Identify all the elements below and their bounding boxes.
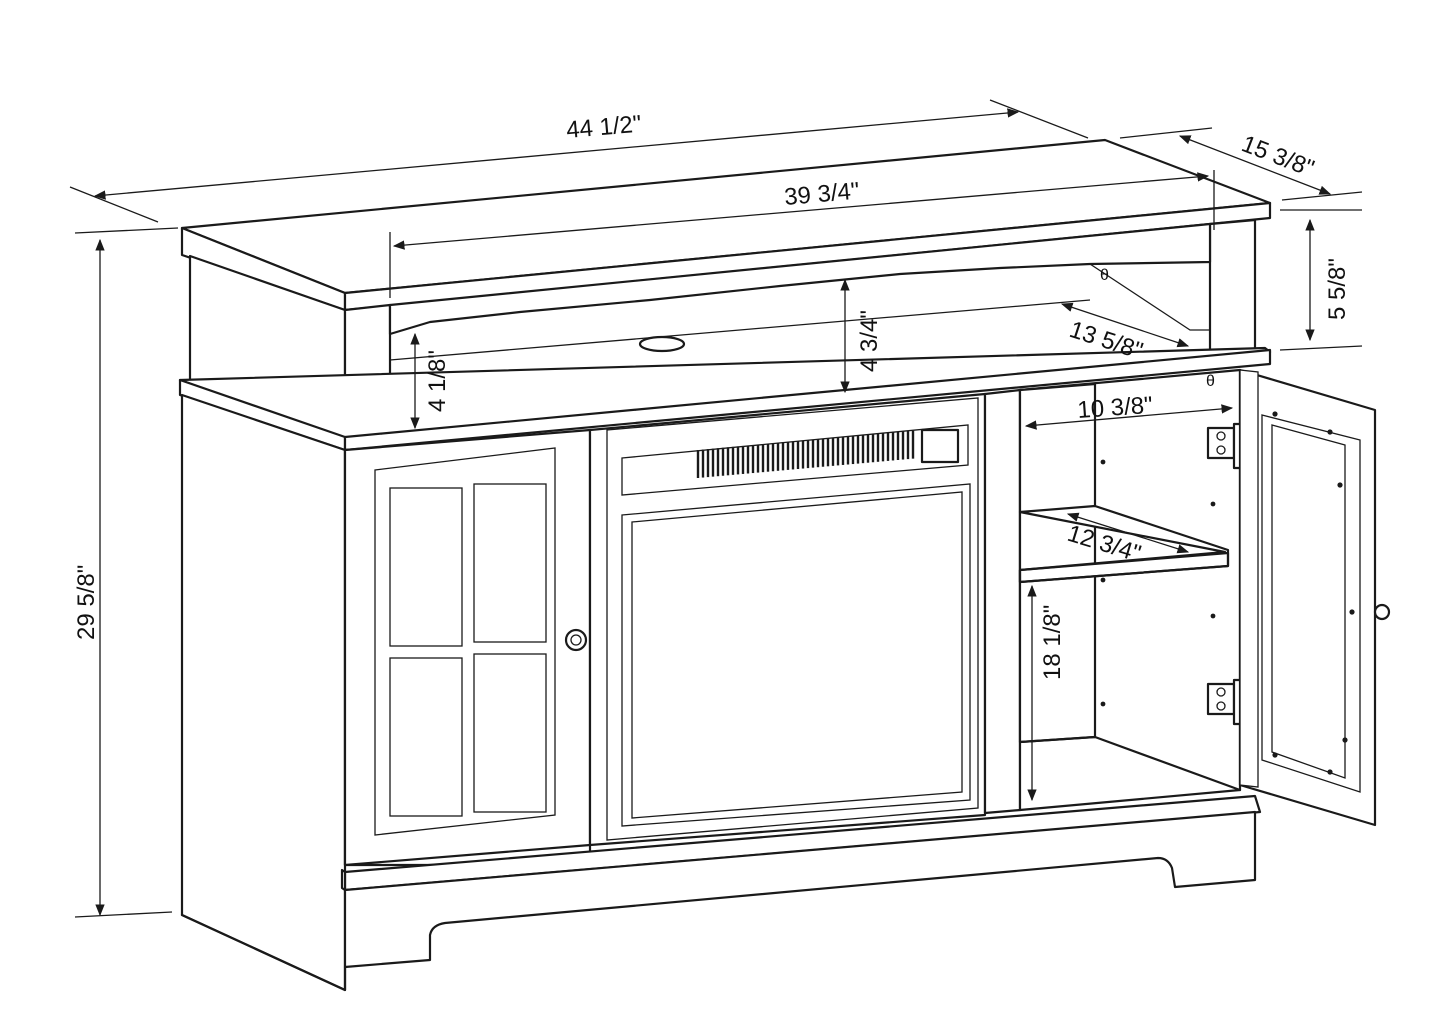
label-top-height: 5 5/8" xyxy=(1324,258,1351,320)
glass-pane-top-left xyxy=(389,487,463,647)
label-cabinet-width: 10 3/8" xyxy=(1077,392,1154,424)
left-door-knob xyxy=(564,628,588,652)
base-left-ledge xyxy=(340,868,347,892)
hutch-back-line xyxy=(389,299,1091,361)
heater-vent-panel xyxy=(621,424,969,496)
hutch-front-right-post xyxy=(1208,218,1257,356)
base-plinth-side xyxy=(180,913,347,992)
dim-line-inner-width xyxy=(392,172,1210,250)
glass-pane-top-right xyxy=(473,483,547,643)
label-overall-width: 44 1/2" xyxy=(565,111,642,144)
fireplace-controls xyxy=(920,428,960,464)
right-door-knob xyxy=(1373,603,1391,621)
dim-line-shelf-depth xyxy=(1060,302,1190,348)
hutch-back-panel-edge xyxy=(1089,263,1210,331)
heater-vent-grille xyxy=(696,430,915,478)
dimension-lines xyxy=(69,99,1363,918)
label-shelf-side: 4 1/8" xyxy=(424,350,451,412)
open-door-edge xyxy=(1239,369,1259,788)
mid-shelf-edge xyxy=(343,348,1272,452)
dim-line-overall-width xyxy=(93,108,1020,200)
cabinet-floor-line xyxy=(1018,735,1242,792)
firebox-inner xyxy=(631,491,963,819)
dim-line-depth xyxy=(1178,135,1332,195)
right-cabinet-back xyxy=(1018,382,1097,744)
label-shelf-opening: 4 3/4" xyxy=(856,310,883,372)
cabinet-left-side xyxy=(180,393,347,992)
dim-line-cabinet-width xyxy=(1024,404,1234,430)
label-depth: 15 3/8" xyxy=(1238,130,1318,182)
left-door-knob-inner xyxy=(570,634,582,646)
glass-pane-bottom-left xyxy=(389,657,463,817)
label-cabinet-height: 18 1/8" xyxy=(1039,605,1066,680)
door-pin-holes xyxy=(1272,411,1355,775)
cable-hole xyxy=(638,335,686,353)
right-cabinet-divider xyxy=(983,388,1022,815)
glass-pane-bottom-right xyxy=(473,653,547,813)
dim-line-cabinet-shelf-depth xyxy=(1066,512,1190,554)
tv-stand-drawing: θ θ xyxy=(178,138,1391,992)
label-overall-height: 29 5/8" xyxy=(73,565,100,640)
base-plinth xyxy=(343,810,1257,969)
mount-screw-mark: θ xyxy=(1100,267,1109,284)
cabinet-shelf-edge xyxy=(1018,551,1230,584)
open-door-inner-panel xyxy=(1271,424,1346,779)
label-inner-width: 39 3/4" xyxy=(783,178,860,211)
mount-screw-mark-2: θ xyxy=(1206,373,1215,390)
hutch-arch-rail xyxy=(388,222,1212,336)
